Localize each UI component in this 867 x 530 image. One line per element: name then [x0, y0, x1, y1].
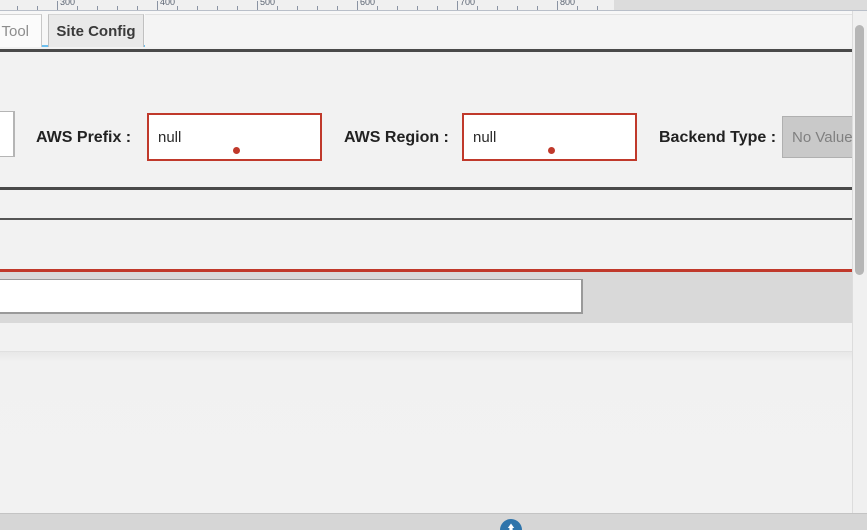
content-blank-area — [0, 352, 867, 513]
field-aws-region-error-dot — [548, 147, 555, 154]
separator-section-2 — [0, 218, 867, 220]
ruler-track — [0, 0, 614, 10]
panel-band-3 — [0, 323, 867, 352]
search-input[interactable] — [0, 279, 583, 314]
field-aws-prefix-value: null — [158, 128, 182, 146]
field-backend-type-value: No Value — [792, 128, 853, 146]
ruler-label: 800 — [560, 0, 576, 7]
ruler-tick-minor — [497, 6, 498, 10]
ruler-tick-minor — [537, 6, 538, 10]
tab-strip-empty-area — [145, 14, 867, 47]
ruler-label: 500 — [260, 0, 276, 7]
ruler-tick-major — [57, 1, 58, 10]
ruler-tick-minor — [577, 6, 578, 10]
ruler-tick-minor — [417, 6, 418, 10]
ruler-tick-major — [257, 1, 258, 10]
search-band — [0, 272, 867, 323]
tab-site-config-label: Site Config — [56, 22, 136, 40]
field-aws-region-value: null — [473, 128, 497, 146]
ruler-tick-minor — [377, 6, 378, 10]
ruler-tick-minor — [137, 6, 138, 10]
label-aws-region: AWS Region : — [344, 129, 449, 146]
tab-site-config[interactable]: Site Config — [48, 14, 144, 47]
ruler-tick-minor — [397, 6, 398, 10]
vertical-scrollbar-track[interactable] — [852, 11, 867, 513]
config-form-row: AWS Prefix : null AWS Region : null Back… — [0, 52, 867, 182]
ruler-tick-major — [157, 1, 158, 10]
ruler-tick-major — [357, 1, 358, 10]
label-backend-type: Backend Type : — [659, 129, 777, 146]
tab-deploy-tool-label: y Tool — [0, 22, 29, 40]
ruler-tick-minor — [217, 6, 218, 10]
ruler-tick-major — [557, 1, 558, 10]
ruler-tick-minor — [477, 6, 478, 10]
ruler-label: 700 — [460, 0, 476, 7]
ruler-inactive-region — [614, 0, 867, 10]
separator-error-rule — [0, 269, 867, 272]
ruler-tick-minor — [117, 6, 118, 10]
separator-below-tabs — [0, 49, 867, 52]
ruler-tick-minor — [237, 6, 238, 10]
status-bar — [0, 513, 867, 530]
ruler-tick-minor — [197, 6, 198, 10]
ruler-tick-minor — [437, 6, 438, 10]
field-aws-prefix-input[interactable]: null — [147, 113, 322, 161]
ruler-tick-minor — [277, 6, 278, 10]
ruler-tick-minor — [297, 6, 298, 10]
ruler-tick-minor — [597, 6, 598, 10]
field-aws-prefix-error-dot — [233, 147, 240, 154]
panel-band-2 — [0, 220, 867, 269]
ruler-tick-minor — [177, 6, 178, 10]
field-partial-left-input[interactable] — [0, 111, 15, 157]
info-circle-icon[interactable] — [500, 519, 522, 530]
tab-bar: y Tool Site Config — [0, 11, 867, 47]
ruler-label: 300 — [60, 0, 76, 7]
ruler-tick-minor — [317, 6, 318, 10]
ruler-tick-minor — [37, 6, 38, 10]
ruler-tick-minor — [337, 6, 338, 10]
label-aws-prefix: AWS Prefix : — [36, 129, 132, 146]
ruler-tick-minor — [97, 6, 98, 10]
ruler: 300 400 500 600 700 800 — [0, 0, 867, 11]
panel-band-1 — [0, 190, 867, 218]
ruler-tick-minor — [17, 6, 18, 10]
ruler-label: 600 — [360, 0, 376, 7]
tab-deploy-tool[interactable]: y Tool — [0, 14, 42, 47]
separator-section-1 — [0, 187, 867, 190]
ruler-tick-minor — [517, 6, 518, 10]
ruler-tick-major — [457, 1, 458, 10]
ruler-label: 400 — [160, 0, 176, 7]
ruler-tick-minor — [77, 6, 78, 10]
vertical-scrollbar-thumb[interactable] — [855, 25, 864, 275]
field-aws-region-input[interactable]: null — [462, 113, 637, 161]
